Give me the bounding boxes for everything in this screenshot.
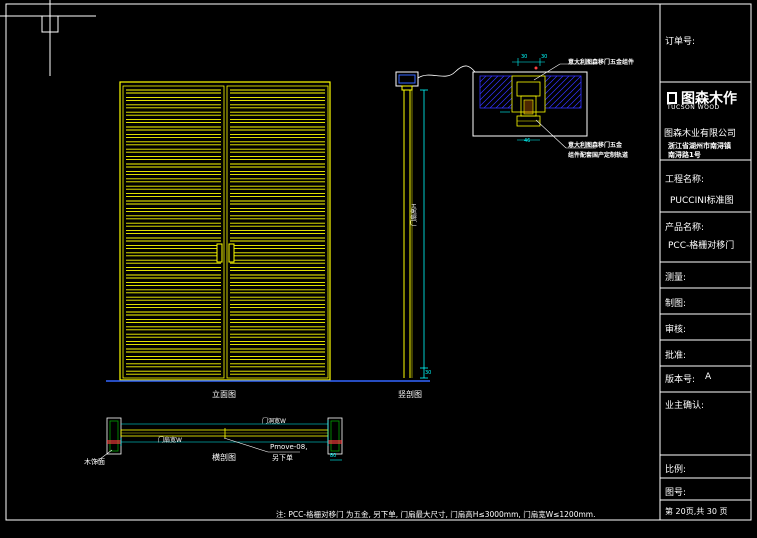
dim-bottom-30: 30 — [425, 370, 432, 376]
title-block-lines — [660, 81, 751, 501]
logo-icon — [667, 92, 677, 104]
wood-wrap-label: 木饰面 — [84, 458, 105, 466]
hardware-model-label: Pmove-08, — [270, 443, 308, 451]
horizontal-section — [95, 417, 343, 463]
top-detail — [472, 58, 596, 149]
horizontal-section-label: 横剖图 — [212, 453, 236, 462]
door-height-label: 门扇高H — [411, 203, 418, 226]
approve-label: 批准: — [665, 351, 687, 361]
drawing-note: 注: PCC-格栅对移门 为五金, 另下单, 门扇最大尺寸, 门扇高H≤3000… — [276, 510, 596, 519]
hatch-line — [479, 75, 487, 83]
hatch-line — [479, 75, 493, 89]
hatch-line — [495, 91, 513, 109]
annotation-hardware-top: 意大利图森移门五金组件 — [568, 59, 635, 66]
dim-wall-80: 80 — [330, 453, 337, 459]
survey-label: 测量: — [665, 273, 687, 283]
annotation-hardware-bottom-1: 意大利图森移门五金 — [568, 142, 623, 149]
owner-label: 业主确认: — [665, 401, 705, 411]
project-label: 工程名称: — [665, 175, 705, 185]
cursor-crosshair — [0, 0, 96, 76]
hatch-line — [544, 75, 570, 101]
door-width-label: 门扇宽W — [158, 437, 182, 444]
hatch-line — [483, 79, 513, 109]
hatch-line — [501, 97, 513, 109]
hardware-note-label: 另下单 — [272, 454, 293, 462]
hatch-line — [566, 93, 582, 109]
company-address-2: 南浔路1号 — [668, 151, 701, 159]
handle-left — [216, 243, 223, 263]
dim-top-right: 30 — [541, 54, 548, 60]
opening-width-label: 门洞宽W — [262, 418, 286, 425]
door-slats-right — [230, 89, 325, 375]
project-value: PUCCINI标准图 — [670, 196, 734, 206]
version-label: 版本号: — [665, 375, 696, 385]
hatch-line — [544, 75, 576, 107]
elevation-label: 立面图 — [212, 390, 236, 399]
vertical-section — [395, 65, 476, 379]
elevation-view — [106, 81, 430, 382]
hatch-line — [479, 75, 499, 95]
hatch-line — [560, 87, 582, 109]
vertical-section-label: 竖剖图 — [398, 390, 422, 399]
scale-label: 比例: — [665, 465, 687, 475]
review-label: 审核: — [665, 325, 687, 335]
company-address-1: 浙江省湖州市南浔镇 — [668, 142, 731, 150]
dim-top-left: 30 — [521, 54, 528, 60]
logo-en: TUCSON WOOD — [667, 104, 720, 111]
hatch-line — [548, 75, 582, 109]
handle-right — [228, 243, 235, 263]
hatch-line — [572, 99, 582, 109]
door-slats-left — [126, 89, 221, 375]
hatch-line — [544, 75, 552, 83]
page-info: 第 20页,共 30 页 — [665, 507, 728, 516]
drawing-no-label: 图号: — [665, 488, 687, 498]
product-value: PCC-格栅对移门 — [668, 241, 735, 251]
hatch-line — [544, 75, 564, 95]
annotation-hardware-bottom-2: 组件配套国产定制轨道 — [568, 152, 629, 159]
product-label: 产品名称: — [665, 223, 705, 233]
hatch-line — [578, 105, 582, 109]
dim-detail-bottom: 46 — [524, 138, 531, 144]
hatch-line — [507, 103, 513, 109]
logo-cn: 图森木作 — [681, 91, 737, 107]
drawn-label: 制图: — [665, 299, 687, 309]
order-no-label: 订单号: — [665, 37, 696, 47]
hatch-line — [479, 75, 505, 101]
version-value: A — [705, 372, 712, 382]
hatch-line — [489, 85, 513, 109]
hatch-line — [544, 75, 558, 89]
hatch-line — [479, 75, 511, 107]
company-name: 图森木业有限公司 — [664, 129, 737, 139]
hatch-line — [554, 81, 582, 109]
